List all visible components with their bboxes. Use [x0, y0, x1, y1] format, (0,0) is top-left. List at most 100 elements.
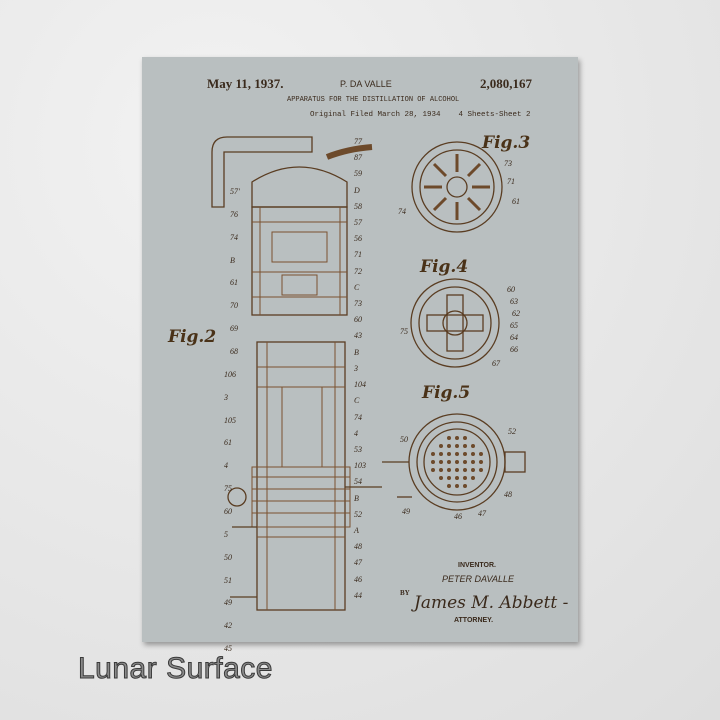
sieve-hole: [455, 460, 459, 464]
sieve-hole: [463, 468, 467, 472]
reference-numeral: 73: [354, 299, 362, 309]
reference-numeral: 74: [354, 412, 362, 422]
sieve-hole: [479, 460, 483, 464]
reference-numeral: 61: [230, 278, 238, 288]
sieve-hole: [479, 468, 483, 472]
reference-numeral: 46: [354, 574, 362, 584]
reference-numeral: 49: [402, 507, 410, 516]
sieve-hole: [455, 476, 459, 480]
sieve-hole: [463, 436, 467, 440]
sieve-hole: [463, 476, 467, 480]
reference-numeral: 70: [230, 301, 238, 311]
reference-numeral: 72: [354, 266, 362, 276]
reference-numeral: C: [354, 396, 360, 406]
reference-numeral: 71: [507, 177, 515, 186]
reference-numeral: 62: [512, 309, 520, 318]
sieve-hole: [431, 468, 435, 472]
reference-numeral: 75: [400, 327, 408, 336]
dome: [251, 166, 348, 208]
sieve-hole: [431, 460, 435, 464]
reference-numeral: D: [354, 185, 360, 195]
sieve-hole: [479, 452, 483, 456]
reference-numeral: 51: [224, 575, 232, 585]
sieve-hole: [471, 452, 475, 456]
reference-numeral: B: [354, 347, 359, 357]
attorney-label: ATTORNEY.: [454, 617, 494, 624]
fig5-drawing: [382, 413, 526, 511]
reference-numeral: 54: [354, 477, 362, 487]
outlet-pipe: [325, 144, 373, 160]
reference-numeral: 43: [354, 331, 362, 341]
reference-numeral: 60: [507, 285, 515, 294]
reference-numeral: 48: [504, 490, 512, 499]
reference-numeral: 4: [354, 428, 358, 438]
patent-number: 2,080,167: [480, 76, 532, 91]
reference-numeral: 53: [354, 444, 362, 454]
sieve-hole: [447, 468, 451, 472]
gauge: [227, 487, 247, 507]
reference-numeral: 61: [512, 197, 520, 206]
sieve-hole: [439, 476, 443, 480]
reference-numeral: 60: [224, 507, 232, 516]
product-caption: Lunar Surface: [78, 652, 273, 686]
reference-numeral: 74: [230, 232, 238, 242]
sieve-hole: [439, 460, 443, 464]
reference-numeral: 3: [354, 363, 358, 373]
reference-numeral: 105: [224, 415, 236, 425]
reference-numeral: 71: [354, 250, 362, 260]
reference-numeral: 106: [224, 369, 236, 379]
reference-numeral: 77: [354, 137, 362, 146]
reference-numeral: 52: [354, 509, 362, 519]
reference-numeral: B: [354, 493, 359, 503]
reference-numeral: 69: [230, 324, 238, 334]
fig5-label: Fig.5: [422, 383, 471, 403]
reference-numeral: 42: [224, 621, 232, 631]
reference-numeral: 49: [224, 598, 232, 608]
lower-column: [256, 341, 346, 611]
inventor-label: INVENTOR.: [458, 562, 496, 569]
patent-filed: Original Filed March 28, 1934 4 Sheets-S…: [310, 111, 531, 119]
inventor-name: PETER DAVALLE: [442, 574, 515, 584]
reference-numeral: 60: [354, 315, 362, 325]
sieve-hole: [439, 452, 443, 456]
reference-numeral: 61: [224, 438, 232, 448]
sieve-hole: [447, 452, 451, 456]
reference-numeral: 46: [454, 512, 462, 521]
sieve-hole: [455, 468, 459, 472]
reference-numeral: 65: [510, 321, 518, 330]
reference-numeral: 75: [224, 484, 232, 494]
sieve-hole: [455, 436, 459, 440]
reference-numeral: 104: [354, 380, 366, 390]
reference-numeral: 74: [398, 207, 406, 216]
fig3-label: Fig.3: [482, 133, 531, 153]
reference-numeral: 64: [510, 333, 518, 342]
reference-numeral: C: [354, 282, 360, 292]
sieve-hole: [463, 460, 467, 464]
reference-numeral: 63: [510, 297, 518, 306]
reference-numeral: 3: [224, 392, 228, 402]
reference-numeral: 47: [478, 509, 486, 518]
sieve-hole: [455, 484, 459, 488]
reference-numeral: 5: [224, 529, 228, 539]
reference-numeral: 73: [504, 159, 512, 168]
reference-numeral: B: [230, 255, 235, 265]
reference-numeral: 58: [354, 201, 362, 211]
reference-numeral: 50: [400, 435, 408, 444]
reference-numeral: A: [354, 525, 359, 535]
attorney-signature: James M. Abbett -: [414, 593, 569, 613]
fig3-drawing: [411, 141, 503, 233]
fig4-label: Fig.4: [420, 257, 469, 277]
sieve-hole: [463, 452, 467, 456]
patent-print: May 11, 1937. P. DA VALLE 2,080,167 APPA…: [142, 57, 578, 653]
sieve-hole: [447, 476, 451, 480]
by-label: BY: [400, 589, 410, 597]
reference-numeral: 59: [354, 169, 362, 179]
reference-numeral: 57': [230, 187, 240, 196]
reference-numeral: 57: [354, 218, 362, 228]
sieve-hole: [447, 436, 451, 440]
reference-numeral: 103: [354, 461, 366, 471]
sieve-hole: [471, 468, 475, 472]
sieve-hole: [447, 460, 451, 464]
reference-numeral: 56: [354, 234, 362, 244]
reference-numeral: 67: [492, 359, 500, 368]
